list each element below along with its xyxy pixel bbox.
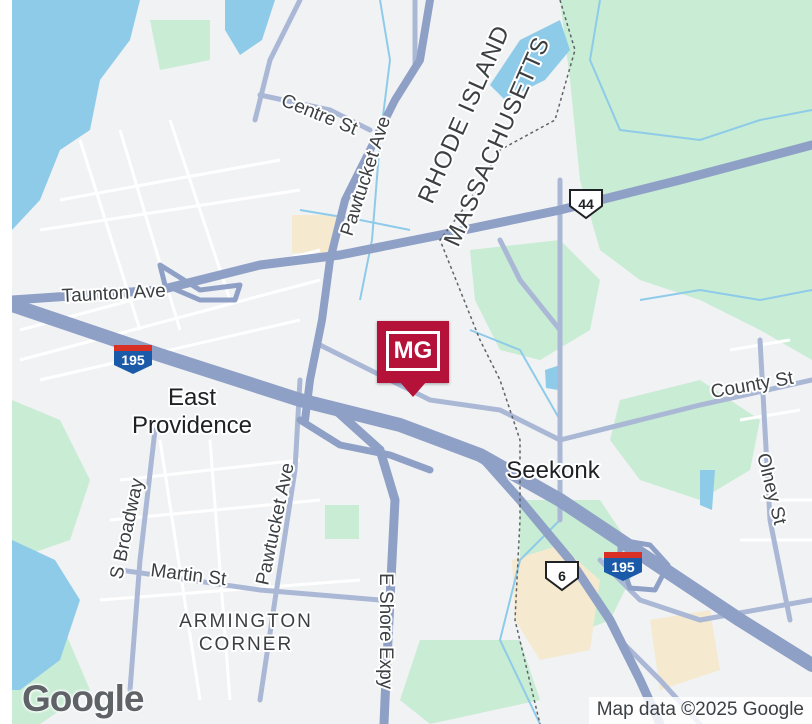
minor-streets (19, 119, 812, 701)
us-44-shield: 44 (569, 189, 603, 220)
water-pond-east (700, 470, 715, 510)
road-north-1 (252, 0, 303, 123)
road-s-broadway (127, 427, 158, 693)
street-grid-southwest-3 (99, 578, 361, 602)
us-44-shield-label: 44 (578, 196, 594, 212)
water-bodies (12, 0, 715, 690)
road-west-connector (317, 342, 563, 443)
stream-west (299, 209, 411, 231)
road-county-st (557, 377, 812, 443)
label-providence: Providence (132, 412, 252, 439)
stream-far-east (639, 288, 812, 302)
i-195-shield-east-label: 195 (611, 559, 635, 575)
street-grid-east-2 (739, 408, 801, 422)
water-ten-mile-river (490, 20, 570, 100)
label-east: East (168, 384, 216, 411)
label-armington: ARMINGTON (179, 611, 313, 632)
urban-areas (292, 215, 720, 690)
google-logo-text: Google (22, 678, 144, 719)
water-bay-northwest (12, 0, 140, 150)
water-river-northwest (12, 150, 60, 230)
google-logo[interactable]: Google (22, 678, 144, 720)
street-grid-west-3 (39, 318, 301, 382)
stream-northeast (588, 0, 812, 142)
label-e-shore-expy: E Shore Expy (375, 573, 396, 690)
urban-area-south (650, 610, 720, 690)
road-pawtucket-ave-south (257, 377, 303, 703)
label-seekonk: Seekonk (506, 457, 600, 484)
street-grid-west-5 (39, 188, 301, 232)
left-edge-strip (0, 0, 12, 724)
park-area-west (12, 400, 90, 560)
highway-us44 (7, 140, 812, 305)
park-area-north-small (150, 20, 210, 70)
road-east-branch (497, 237, 563, 333)
road-centre-st (257, 92, 373, 133)
location-marker-label: MG (386, 331, 440, 371)
road-olney-st (757, 337, 793, 623)
park-area-east (610, 380, 760, 500)
highway-e-shore-expy (325, 400, 400, 724)
street-grid-southwest-5 (208, 439, 232, 701)
i-195-shield-east: 195 (604, 552, 642, 581)
water-pond-east-middle (545, 365, 560, 390)
map-attribution[interactable]: Map data ©2025 Google (588, 697, 812, 724)
street-grid-west-6 (78, 139, 142, 331)
highway-us6 (475, 450, 665, 724)
stream-north (359, 0, 392, 301)
water-bay-southwest (12, 540, 80, 690)
highway-ramp-south (296, 416, 434, 474)
highways (5, 0, 812, 724)
road-martin-st (117, 567, 383, 603)
us-6-shield: 6 (545, 561, 579, 592)
road-east-connector (597, 557, 812, 623)
state-border (439, 0, 576, 724)
street-grid-southwest-4 (158, 439, 202, 701)
i-195-shield-west: 195 (114, 345, 152, 374)
label-corner: CORNER (199, 634, 293, 655)
i-195-shield-west-label: 195 (121, 352, 145, 368)
street-grid-west-7 (118, 129, 182, 331)
water-reservoir-north (225, 0, 275, 55)
highway-pawtucket-ave-north (301, 0, 434, 424)
location-marker[interactable]: MG (377, 321, 449, 405)
street-grid-west-8 (168, 119, 232, 301)
highway-ramp-west (157, 262, 243, 303)
park-area-field (325, 505, 359, 539)
us-6-shield-label: 6 (558, 568, 566, 584)
park-area-south (400, 640, 540, 724)
location-marker-pointer (399, 381, 427, 397)
street-grid-west-2 (19, 278, 321, 362)
